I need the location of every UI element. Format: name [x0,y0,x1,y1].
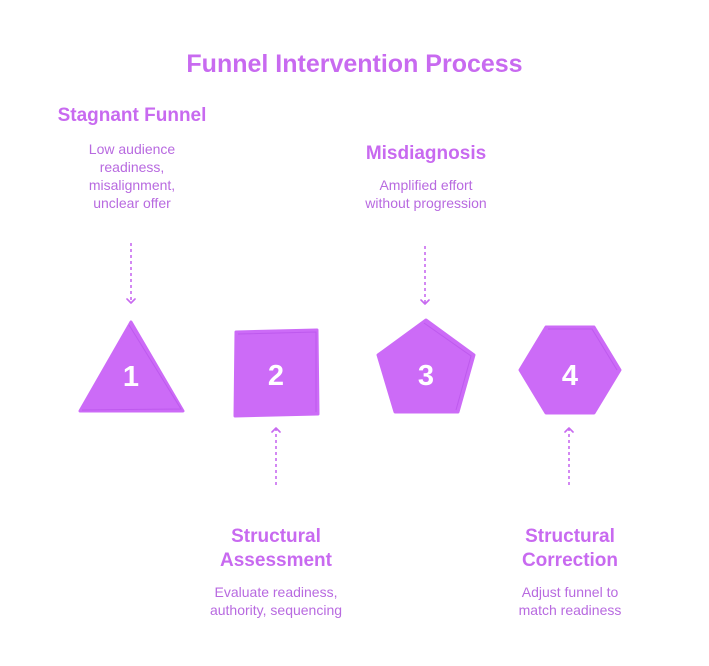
step-1-description: Low audience readiness, misalignment, un… [88,141,176,211]
step-3-number: 3 [418,360,434,392]
diagram-title: Funnel Intervention Process [186,50,523,78]
step-1-number: 1 [123,361,139,393]
step-4-hexagon: 4 [518,325,622,415]
step-2-description: Evaluate readiness, authority, sequencin… [209,584,343,618]
step-2-number: 2 [268,360,284,392]
step-4-number: 4 [562,360,578,392]
step-2-label: Structural Assessment [220,526,332,571]
step-3-label: Misdiagnosis [365,143,487,164]
step-4-label: Structural Correction [521,526,619,571]
step-1-triangle: 1 [78,320,185,413]
step-3-description: Amplified effort without progression [365,177,487,211]
step-3-pentagon: 3 [376,318,476,414]
step-2-square: 2 [233,328,320,418]
step-4-description: Adjust funnel to match readiness [518,584,622,618]
step-1-label: Stagnant Funnel [57,105,207,126]
